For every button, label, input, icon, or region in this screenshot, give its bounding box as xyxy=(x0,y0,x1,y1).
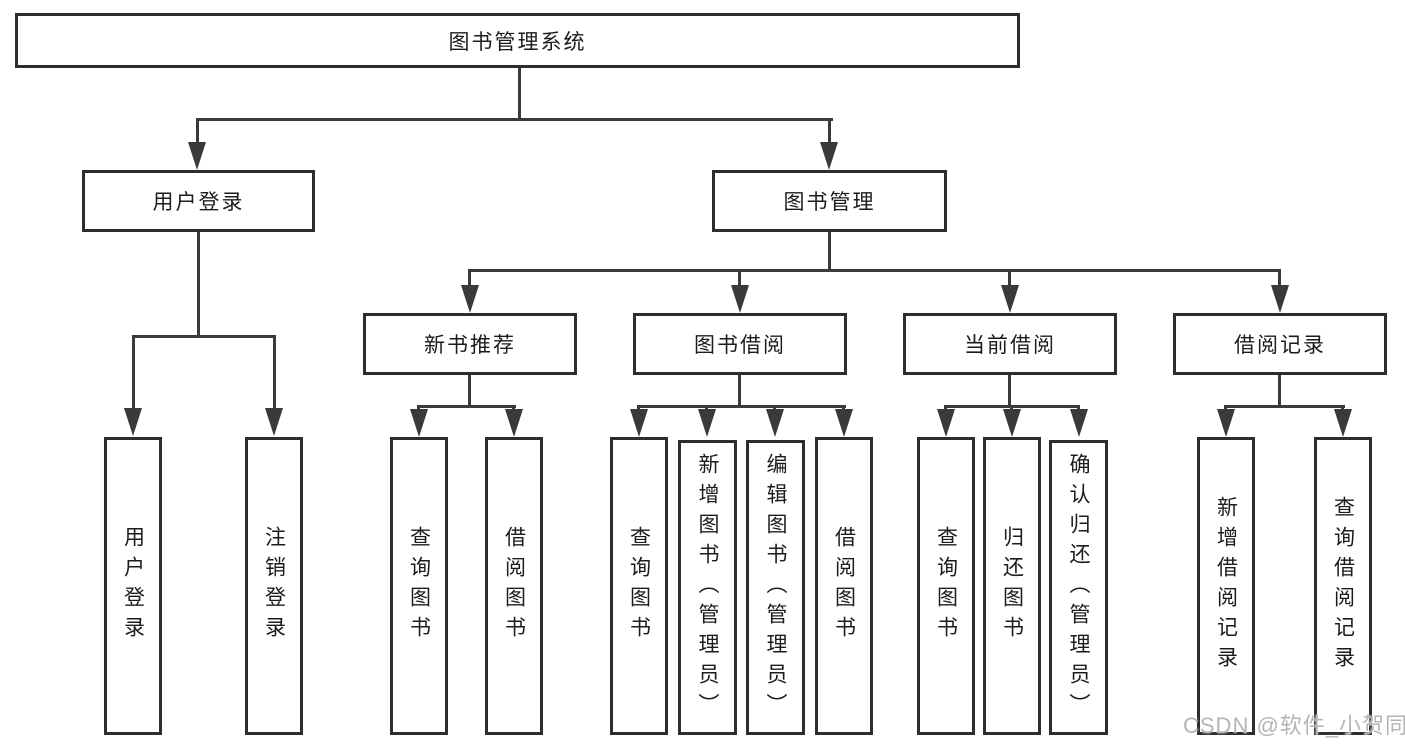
node-book-borrow: 图书借阅 xyxy=(633,313,847,375)
arrow-down-icon xyxy=(1070,409,1088,437)
connector-borrow-record-drop xyxy=(1278,269,1281,289)
connector-user-login-split xyxy=(132,335,276,338)
leaf-user-login-label: 用户登录 xyxy=(121,526,145,646)
connector-borrow-record-split xyxy=(1224,405,1345,408)
node-library-system-label: 图书管理系统 xyxy=(448,30,587,54)
arrow-down-icon xyxy=(410,409,428,437)
node-user-login-label: 用户登录 xyxy=(152,191,245,214)
connector-new-book-stem xyxy=(468,375,471,408)
node-borrow-record: 借阅记录 xyxy=(1173,313,1387,375)
leaf-logout: 注销登录 xyxy=(245,437,303,735)
leaf-record-query-record: 查询借阅记录 xyxy=(1314,437,1372,735)
connector-user-login-stem xyxy=(197,232,200,338)
connector-book-mgmt-drop xyxy=(828,118,831,146)
connector-new-book-drop xyxy=(468,269,471,289)
connector-root-split xyxy=(196,118,833,121)
node-current-borrow: 当前借阅 xyxy=(903,313,1117,375)
connector-book-borrow-split xyxy=(637,405,846,408)
leaf-user-login: 用户登录 xyxy=(104,437,162,735)
connector-borrow-record-stem xyxy=(1278,375,1281,408)
arrow-down-icon xyxy=(698,409,716,437)
leaf-current-confirm-return-admin: 确认归还（管理员） xyxy=(1049,440,1108,735)
connector-user-login-drop xyxy=(196,118,199,146)
arrow-down-icon xyxy=(835,409,853,437)
node-book-mgmt-label: 图书管理 xyxy=(783,191,876,214)
node-book-borrow-label: 图书借阅 xyxy=(694,334,786,357)
connector-book-mgmt-stem xyxy=(828,232,831,272)
arrow-down-icon xyxy=(1003,409,1021,437)
leaf-current-query-books-label: 查询图书 xyxy=(934,526,958,646)
leaf-borrow-query-books: 查询图书 xyxy=(610,437,668,735)
node-new-book-label: 新书推荐 xyxy=(424,334,516,357)
connector-current-borrow-drop xyxy=(1008,269,1011,289)
arrow-down-icon xyxy=(766,409,784,437)
arrow-down-icon xyxy=(505,409,523,437)
arrow-down-icon xyxy=(731,285,749,313)
arrow-down-icon xyxy=(1217,409,1235,437)
csdn-watermark: CSDN @软件_小贺同学 xyxy=(1183,713,1405,738)
connector-leaf-drop xyxy=(132,335,135,411)
node-library-system: 图书管理系统 xyxy=(15,13,1020,68)
leaf-record-add-record: 新增借阅记录 xyxy=(1197,437,1255,735)
leaf-record-add-record-label: 新增借阅记录 xyxy=(1214,496,1238,676)
arrow-down-icon xyxy=(937,409,955,437)
arrow-down-icon xyxy=(630,409,648,437)
connector-book-borrow-stem xyxy=(738,375,741,408)
arrow-down-icon xyxy=(1334,409,1352,437)
connector-book-mgmt-split xyxy=(468,269,1281,272)
connector-book-borrow-drop xyxy=(738,269,741,289)
leaf-borrow-edit-books-admin-label: 编辑图书（管理员） xyxy=(764,452,787,723)
connector-root-stem xyxy=(518,68,521,120)
leaf-current-return-books: 归还图书 xyxy=(983,437,1041,735)
leaf-borrow-add-books-admin-label: 新增图书（管理员） xyxy=(696,452,719,723)
node-book-mgmt: 图书管理 xyxy=(712,170,947,232)
arrow-down-icon xyxy=(188,142,206,170)
arrow-down-icon xyxy=(1001,285,1019,313)
leaf-newbook-query-books: 查询图书 xyxy=(390,437,448,735)
node-borrow-record-label: 借阅记录 xyxy=(1234,334,1326,357)
leaf-newbook-borrow-books: 借阅图书 xyxy=(485,437,543,735)
connector-leaf-drop xyxy=(273,335,276,411)
arrow-down-icon xyxy=(124,408,142,436)
node-user-login: 用户登录 xyxy=(82,170,315,232)
leaf-current-query-books: 查询图书 xyxy=(917,437,975,735)
leaf-record-query-record-label: 查询借阅记录 xyxy=(1331,496,1355,676)
leaf-current-confirm-return-admin-label: 确认归还（管理员） xyxy=(1067,452,1090,723)
connector-new-book-split xyxy=(417,405,516,408)
leaf-current-return-books-label: 归还图书 xyxy=(1000,526,1024,646)
arrow-down-icon xyxy=(265,408,283,436)
leaf-borrow-borrow-books: 借阅图书 xyxy=(815,437,873,735)
leaf-borrow-query-books-label: 查询图书 xyxy=(627,526,651,646)
leaf-logout-label: 注销登录 xyxy=(262,526,286,646)
leaf-borrow-add-books-admin: 新增图书（管理员） xyxy=(678,440,737,735)
leaf-newbook-query-books-label: 查询图书 xyxy=(407,526,431,646)
leaf-borrow-edit-books-admin: 编辑图书（管理员） xyxy=(746,440,805,735)
leaf-borrow-borrow-books-label: 借阅图书 xyxy=(832,526,856,646)
leaf-newbook-borrow-books-label: 借阅图书 xyxy=(502,526,526,646)
arrow-down-icon xyxy=(1271,285,1289,313)
connector-current-borrow-stem xyxy=(1008,375,1011,408)
node-new-book: 新书推荐 xyxy=(363,313,577,375)
arrow-down-icon xyxy=(461,285,479,313)
arrow-down-icon xyxy=(820,142,838,170)
node-current-borrow-label: 当前借阅 xyxy=(964,334,1056,357)
